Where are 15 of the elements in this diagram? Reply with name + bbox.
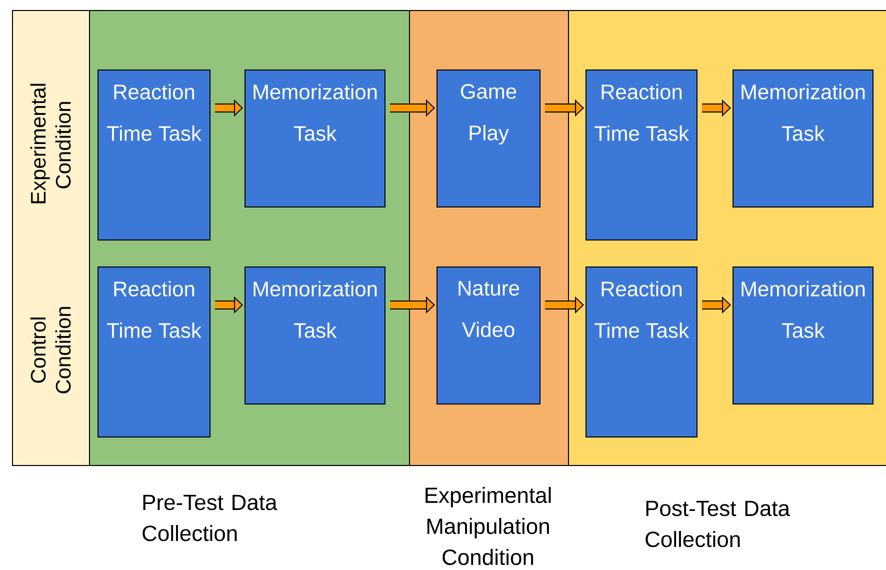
condition-label: Experimental Condition	[30, 84, 71, 204]
task-box: Memorization Task	[244, 70, 386, 208]
task-box: Reaction Time Task	[586, 70, 698, 240]
task-box: Memorization Task	[732, 266, 874, 404]
task-box: Game Play	[436, 70, 540, 208]
stage-label: Experimental Manipulation Condition	[426, 486, 551, 566]
condition-label: Control Condition	[30, 307, 71, 394]
task-box: Reaction Time Task	[98, 70, 210, 240]
task-box: Reaction Time Task	[586, 266, 698, 438]
stage-label: Pre-Test Data Collection	[142, 494, 278, 542]
task-box: Nature Video	[436, 266, 540, 404]
task-box: Memorization Task	[244, 266, 386, 404]
task-box: Memorization Task	[732, 70, 874, 208]
task-box: Reaction Time Task	[98, 266, 210, 438]
stage-label: Post-Test Data Collection	[646, 500, 790, 548]
